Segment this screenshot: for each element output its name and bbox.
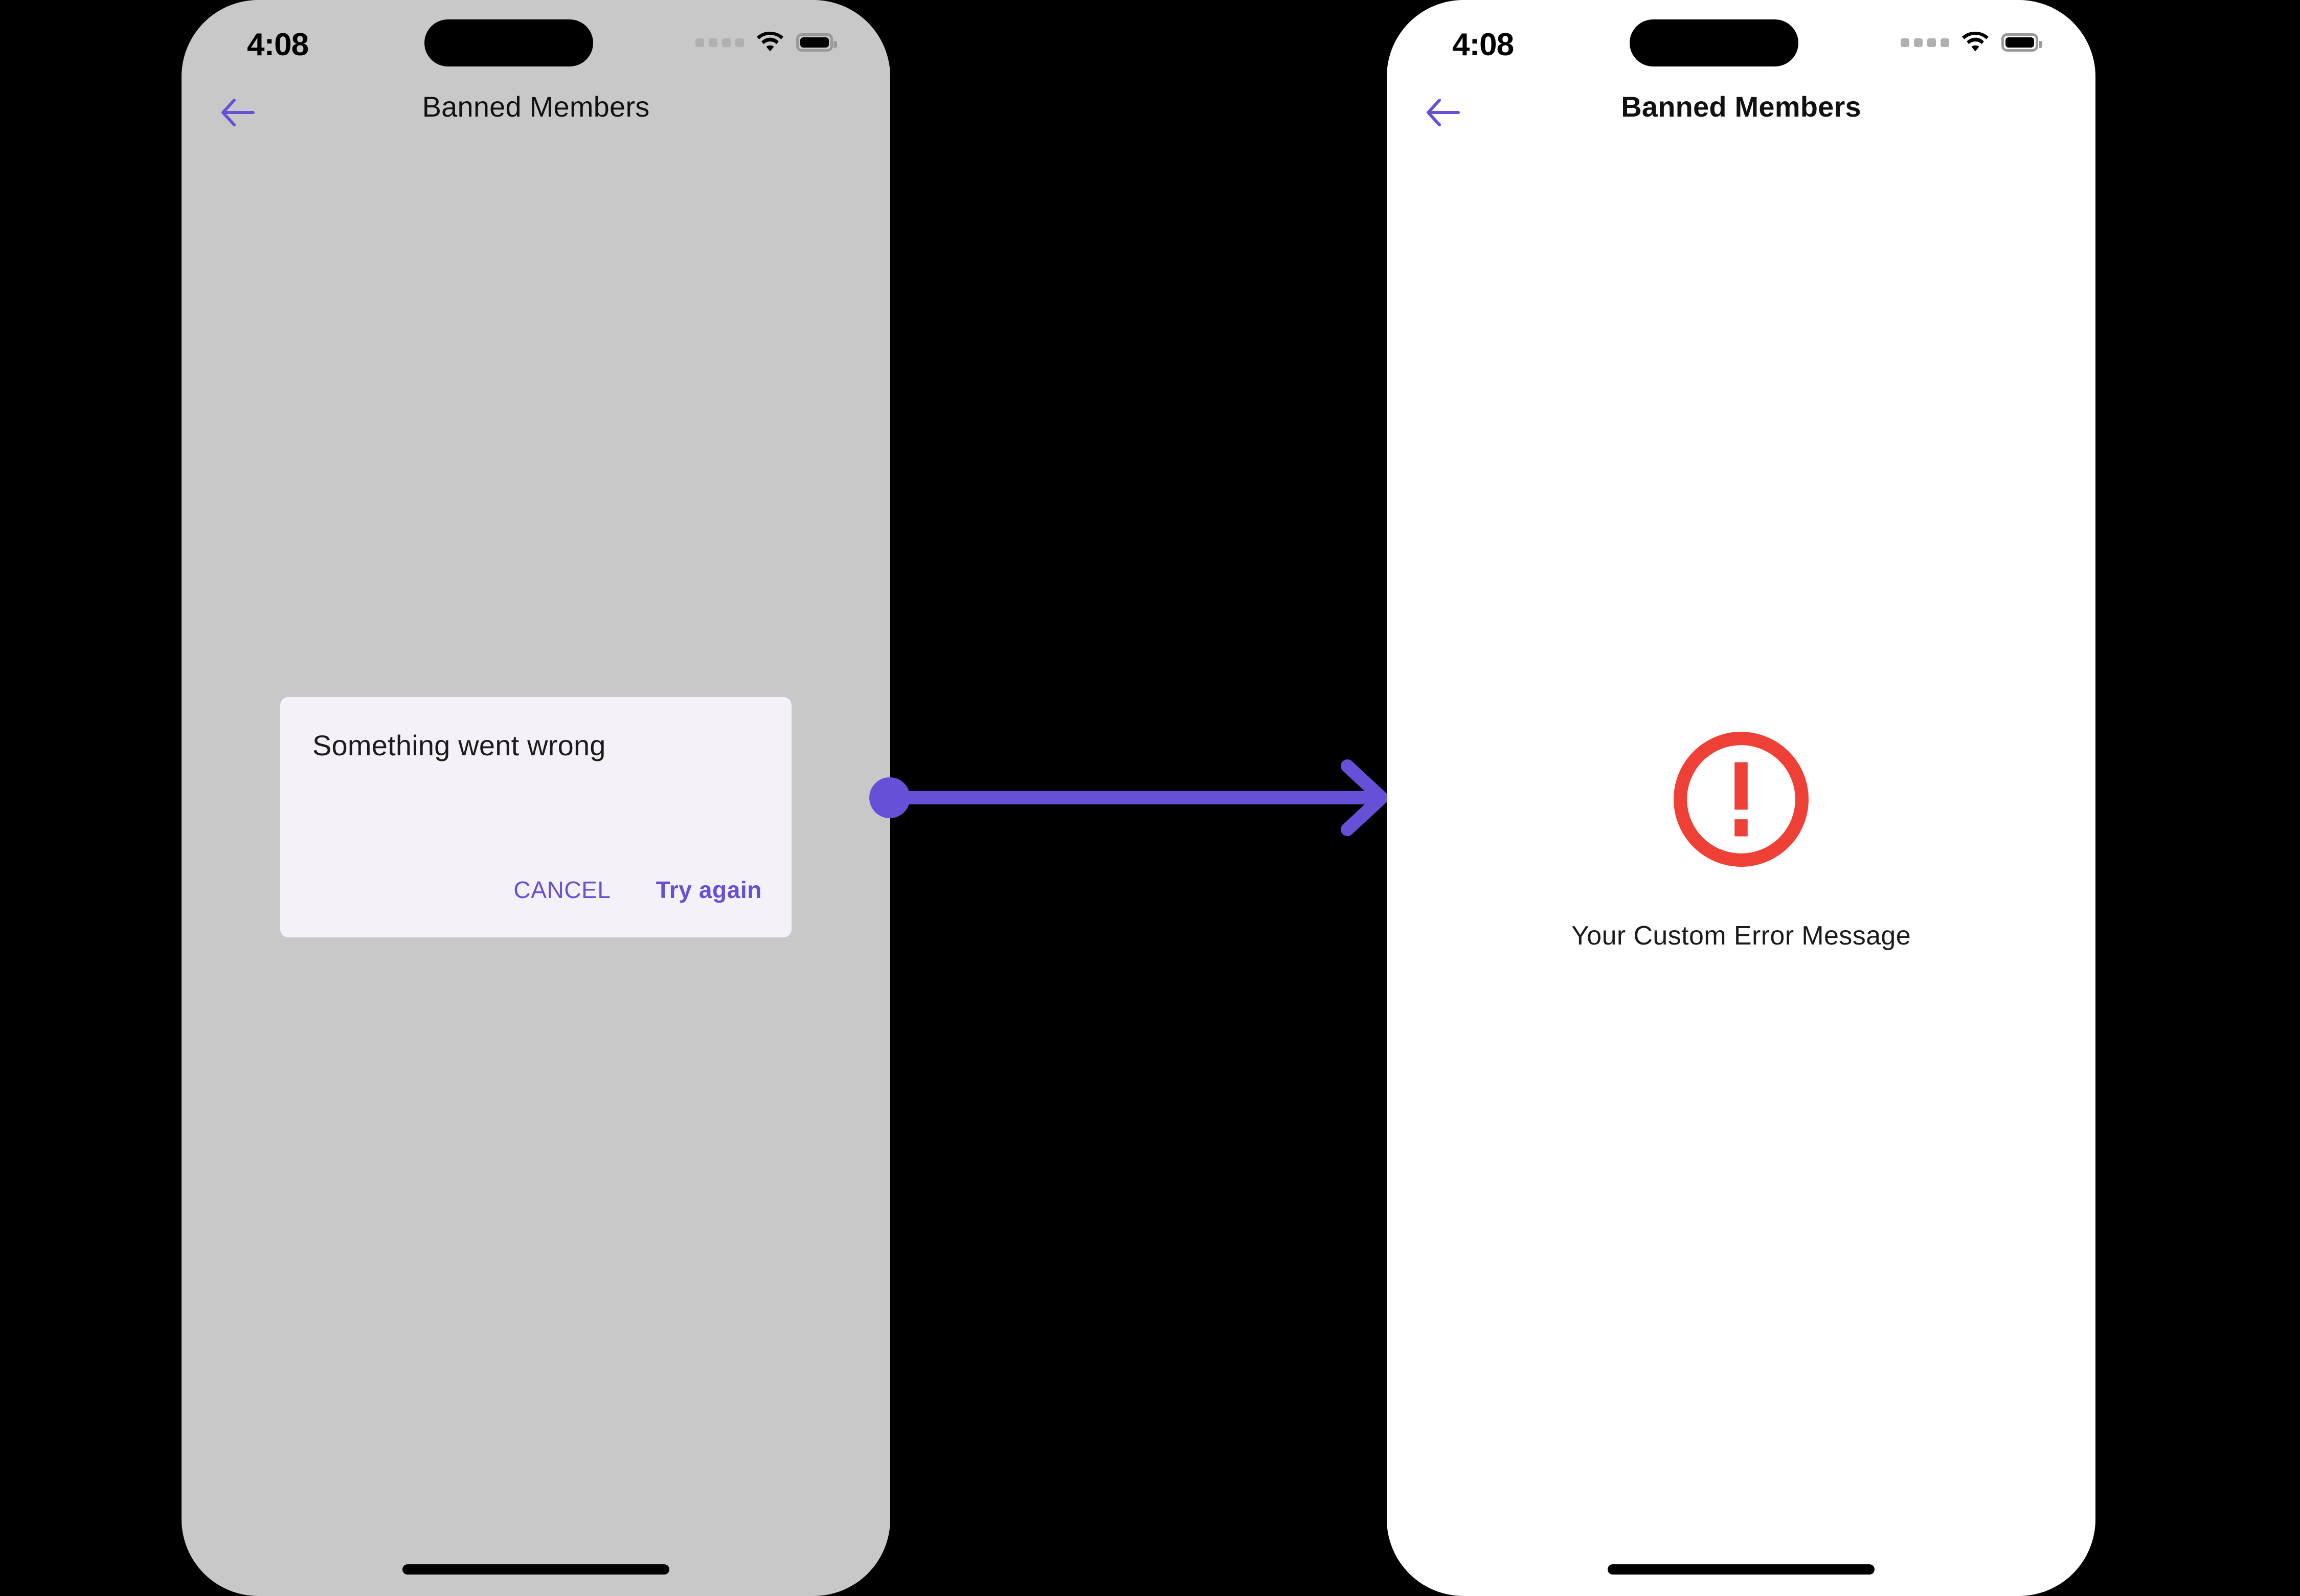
screen-content-after: Your Custom Error Message (1387, 142, 2095, 1596)
status-bar: 4:08 (1387, 0, 2095, 77)
battery-full-icon (796, 33, 837, 52)
status-bar-time: 4:08 (247, 27, 309, 62)
error-circle-exclamation-icon (1674, 732, 1809, 867)
page-title: Banned Members (1621, 91, 1861, 123)
back-button[interactable] (1415, 89, 1471, 136)
dynamic-island (424, 19, 593, 66)
signal-dots-icon (1901, 38, 1949, 47)
signal-dots-icon (695, 38, 744, 47)
nav-bar: Banned Members (1387, 77, 2095, 142)
error-state: Your Custom Error Message (1387, 725, 2095, 951)
dialog-title: Something went wrong (312, 729, 606, 761)
arrow-left-icon (221, 99, 255, 126)
home-indicator (402, 1564, 669, 1575)
arrow-left-icon (1427, 99, 1460, 126)
wifi-icon (1962, 32, 1989, 52)
nav-bar: Banned Members (182, 77, 890, 142)
phone-mockup-before: 4:08 Banned Members Something went wrong… (182, 0, 890, 1596)
error-alert-dialog: Something went wrong CANCEL Try again (280, 697, 792, 937)
battery-full-icon (2001, 33, 2042, 52)
phone-mockup-after: 4:08 Banned Members Your Cu (1387, 0, 2095, 1596)
flow-connector (869, 747, 1411, 849)
back-button[interactable] (210, 89, 266, 136)
dialog-actions: CANCEL Try again (513, 876, 762, 904)
status-bar-indicators (695, 32, 837, 53)
try-again-button[interactable]: Try again (656, 876, 762, 903)
status-bar: 4:08 (182, 0, 890, 77)
page-title: Banned Members (422, 91, 650, 123)
dynamic-island (1630, 19, 1798, 66)
error-message: Your Custom Error Message (1571, 921, 1911, 951)
screen-content-before: Something went wrong CANCEL Try again (182, 142, 890, 1596)
status-bar-indicators (1901, 32, 2042, 53)
arrow-right-icon (869, 759, 1388, 836)
wifi-icon (757, 32, 783, 52)
home-indicator (1608, 1564, 1875, 1575)
cancel-button[interactable]: CANCEL (513, 876, 611, 903)
status-bar-time: 4:08 (1452, 27, 1514, 62)
